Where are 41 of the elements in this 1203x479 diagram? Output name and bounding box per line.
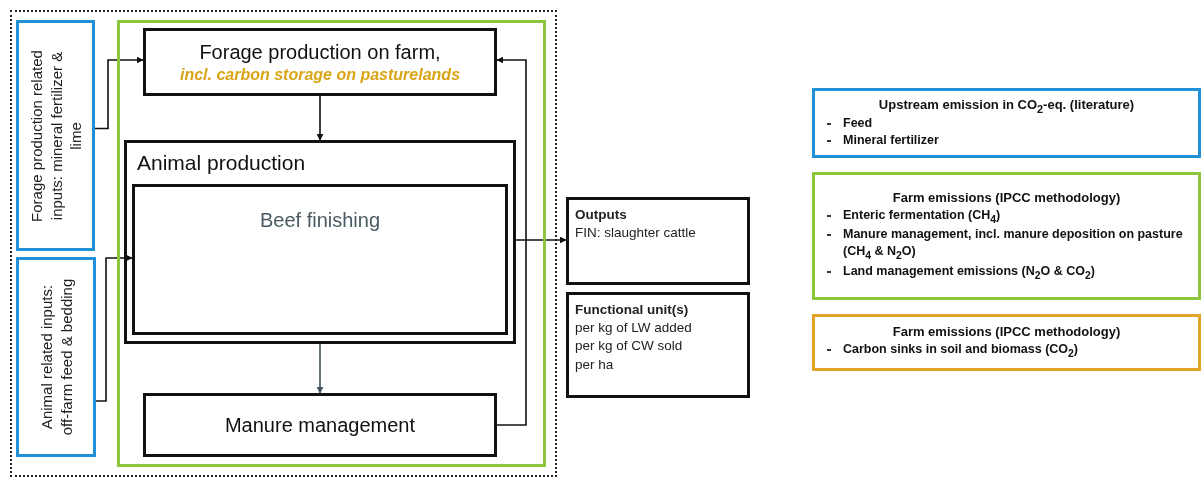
input-box — [16, 20, 95, 251]
rotated-label: Forage production related inputs: mineral fertilizer & lime — [26, 48, 85, 224]
bullet-text: Carbon sinks in soil and biomass (CO$_{2}$) — [843, 341, 1078, 361]
system-boundary — [10, 10, 557, 477]
arrow — [316, 95, 324, 141]
process-box — [143, 393, 497, 457]
arrow — [95, 254, 133, 402]
subtitle: incl. carbon storage on pasturelands — [179, 64, 461, 85]
bullet-text: Enteric fermentation (CH$_{4}$) — [843, 206, 1001, 227]
legend-box — [812, 88, 1201, 158]
info-text: per kg of LW added — [575, 319, 692, 338]
arrow — [94, 56, 144, 130]
box-title: Forage production on farm, — [199, 39, 441, 65]
box-title: Animal production — [137, 150, 306, 176]
bullet-text: Land management emissions (N$_{2}$O & CO$_{2}$) — [843, 262, 1095, 283]
legend-heading: Farm emissions (IPCC methodology) — [891, 189, 1122, 207]
box-title: Manure management — [224, 413, 416, 438]
arrow — [316, 343, 324, 394]
rotated-label: Animal related inputs: off-farm feed & bedding — [36, 277, 76, 437]
info-text: FIN: slaughter cattle — [575, 224, 696, 243]
info-box — [566, 292, 750, 398]
info-box — [566, 197, 750, 285]
legend-heading: Farm emissions (IPCC methodology) — [891, 324, 1122, 342]
bullet-text: Mineral fertilizer — [843, 132, 939, 150]
process-box — [143, 28, 497, 96]
bullet-text: Feed — [843, 115, 873, 133]
box-title: Outputs — [575, 206, 627, 224]
input-box — [16, 257, 96, 457]
process-box — [132, 184, 508, 335]
arrow — [496, 56, 527, 426]
farm-boundary — [117, 20, 546, 467]
box-title: Beef finishing — [259, 208, 381, 233]
info-text: per ha — [575, 355, 614, 374]
info-text: per kg of CW sold — [575, 337, 683, 356]
box-title: Functional unit(s) — [575, 301, 689, 319]
arrow — [515, 236, 567, 244]
legend-box — [812, 314, 1201, 371]
legend-heading: Upstream emission in CO$_{2}$-eq. (literature) — [877, 96, 1136, 116]
legend-box — [812, 172, 1201, 300]
process-box — [124, 140, 516, 344]
bullet-text: Manure management, incl. manure deposition on pasture (CH$_{4}$ & N$_{2}$O) — [843, 226, 1184, 263]
